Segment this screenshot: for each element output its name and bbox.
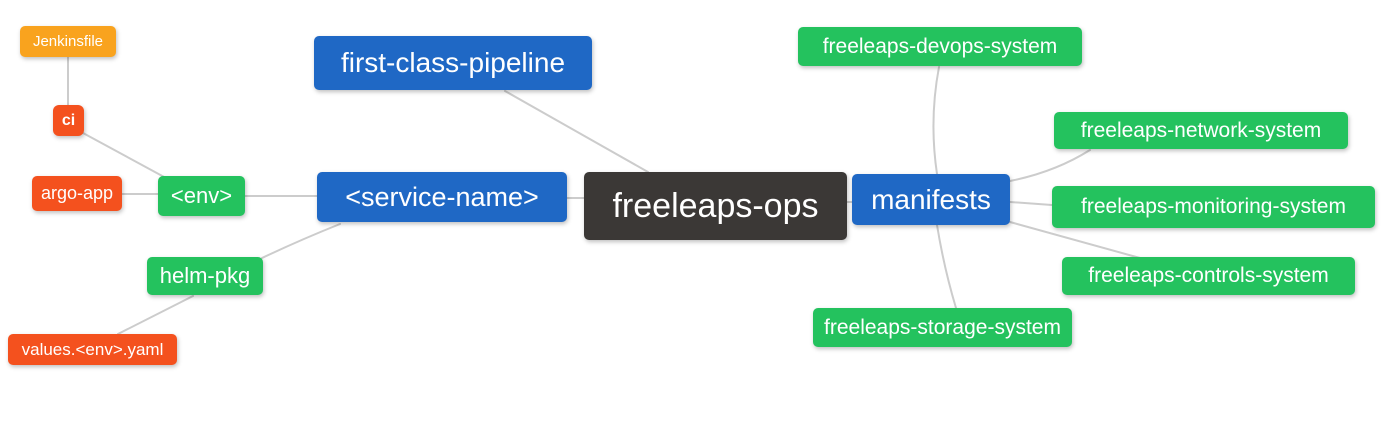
node-jenkinsfile[interactable]: Jenkinsfile: [20, 26, 116, 57]
edge-manifests-storage: [936, 224, 957, 309]
edge-helm-pkg-values: [117, 295, 194, 335]
node-freeleaps-monitoring-system[interactable]: freeleaps-monitoring-system: [1052, 186, 1375, 228]
edge-manifests-devops: [932, 66, 940, 175]
node-freeleaps-devops-system[interactable]: freeleaps-devops-system: [798, 27, 1082, 66]
edge-ci-env: [82, 132, 167, 179]
node-helm-pkg[interactable]: helm-pkg: [147, 257, 263, 295]
node-ci[interactable]: ci: [53, 105, 84, 136]
edge-manifests-controls: [1009, 221, 1141, 259]
node-argo-app[interactable]: argo-app: [32, 176, 122, 211]
node-manifests[interactable]: manifests: [852, 174, 1010, 225]
edge-manifests-monitoring: [1009, 201, 1053, 206]
node-freeleaps-ops-root[interactable]: freeleaps-ops: [584, 172, 847, 240]
node-env[interactable]: <env>: [158, 176, 245, 216]
node-freeleaps-network-system[interactable]: freeleaps-network-system: [1054, 112, 1348, 149]
node-freeleaps-storage-system[interactable]: freeleaps-storage-system: [813, 308, 1072, 347]
node-freeleaps-controls-system[interactable]: freeleaps-controls-system: [1062, 257, 1355, 295]
node-values-env-yaml[interactable]: values.<env>.yaml: [8, 334, 177, 365]
node-service-name[interactable]: <service-name>: [317, 172, 567, 222]
edge-service-name-helm-pkg: [261, 223, 341, 259]
node-first-class-pipeline[interactable]: first-class-pipeline: [314, 36, 592, 90]
edge-manifests-network: [1009, 149, 1091, 182]
edge-pipeline-ops: [504, 90, 649, 173]
